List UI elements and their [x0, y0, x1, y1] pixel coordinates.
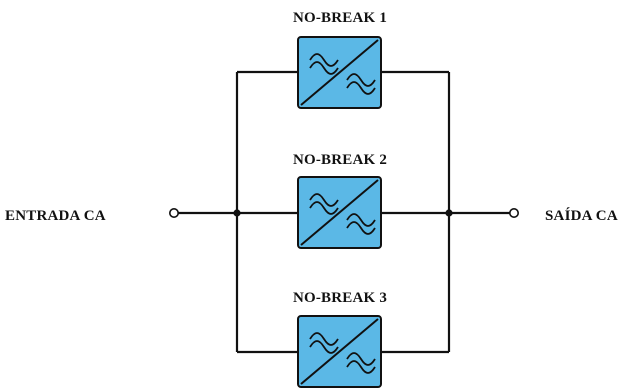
output-label: SAÍDA CA	[545, 207, 618, 224]
ups-unit-3: NO-BREAK 3	[293, 290, 387, 388]
ups-1-converter-icon	[297, 36, 382, 109]
input-terminal	[169, 208, 180, 219]
ups-3-label: NO-BREAK 3	[293, 290, 387, 306]
ups-1-label: NO-BREAK 1	[293, 10, 387, 26]
output-terminal	[508, 208, 519, 219]
ups-3-converter-icon	[297, 315, 382, 388]
ups-unit-2: NO-BREAK 2	[293, 152, 387, 249]
output-junction-node	[445, 209, 453, 217]
ups-2-converter-icon	[297, 176, 382, 249]
ups-unit-1: NO-BREAK 1	[293, 10, 387, 109]
ups-2-label: NO-BREAK 2	[293, 152, 387, 168]
input-label: ENTRADA CA	[5, 208, 106, 224]
input-junction-node	[233, 209, 241, 217]
